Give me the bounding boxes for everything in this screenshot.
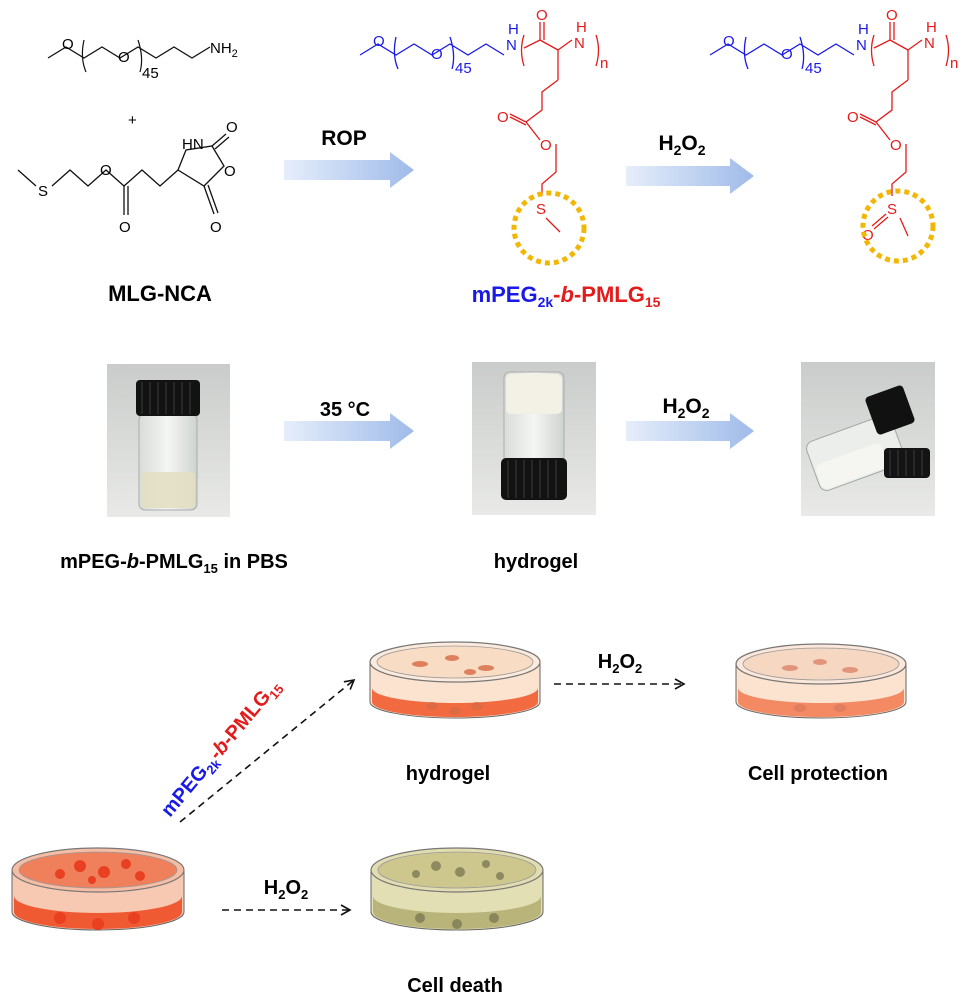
sulfoxide-highlight (860, 188, 936, 264)
repeat-n: n (600, 55, 608, 72)
oxygen-atom: O (723, 33, 735, 50)
hydrogel-dish-label: hydrogel (406, 763, 490, 785)
rop-label: ROP (321, 127, 367, 150)
amine-group: NH2 (210, 40, 238, 60)
oxygen-atom: O (224, 163, 236, 180)
repeat-n: n (950, 55, 958, 72)
heat-label: 35 °C (320, 399, 370, 421)
dish-death (370, 847, 544, 931)
oxygen-atom: O (119, 219, 131, 236)
carbonyl-o: O (536, 7, 548, 24)
dish-hydrogel (369, 641, 541, 719)
oxygen-atom: O (100, 162, 112, 179)
heat-arrow (284, 413, 414, 449)
oxygen-atom: O (540, 137, 552, 154)
oxidation-label-2: H2O2 (662, 395, 709, 421)
dish-control (11, 847, 185, 931)
oxidation-arrow-2 (626, 413, 754, 449)
sulfur-atom: S (887, 201, 897, 218)
oxygen-atom: O (497, 109, 509, 126)
dish-protected (735, 643, 907, 719)
oxygen-atom: O (118, 49, 130, 66)
cell-death-label: Cell death (407, 975, 503, 997)
diagonal-polymer-label: mPEG2k-b-PMLG15 (157, 675, 287, 823)
photo-hydrogel (472, 362, 596, 515)
thioether-highlight (511, 190, 587, 266)
oxygen-atom: O (210, 219, 222, 236)
amide-n: N (856, 37, 867, 54)
oxygen-atom: O (847, 109, 859, 126)
h2o2-top-label: H2O2 (598, 651, 642, 676)
oxygen-atom: O (373, 33, 385, 50)
cell-protection-label: Cell protection (748, 763, 888, 785)
amide-h: H (508, 21, 519, 38)
sulfur-atom: S (536, 201, 546, 218)
sulfur-atom: S (38, 183, 48, 200)
sulfoxide-o: O (862, 227, 874, 244)
diagonal-dashed-arrow (179, 678, 356, 823)
peg-subscript: 45 (455, 60, 472, 77)
peg-subscript: 45 (142, 65, 159, 82)
polymer-label: mPEG2k-b-PMLG15 (472, 282, 661, 310)
oxygen-atom: O (431, 46, 443, 63)
oxidation-label: H2O2 (658, 132, 705, 158)
amide-h: H (926, 19, 937, 36)
nca-label: MLG-NCA (108, 281, 212, 306)
amide-h: H (576, 19, 587, 36)
amide-n: N (574, 35, 585, 52)
amide-n: N (924, 35, 935, 52)
oxygen-atom: O (62, 36, 74, 53)
reactant-mpeg-amine: O O 45 NH2 (47, 36, 238, 82)
rop-arrow (284, 152, 414, 188)
h2o2-bottom-label: H2O2 (264, 877, 308, 902)
mlg-nca-structure: S O O HN O O O (17, 119, 238, 236)
oxygen-atom: O (226, 119, 238, 136)
amide-h: H (858, 21, 869, 38)
oxygen-atom: O (781, 46, 793, 63)
oxidation-arrow (626, 158, 754, 194)
oxygen-atom: O (890, 137, 902, 154)
hydrogel-photo-label: hydrogel (494, 551, 578, 573)
carbonyl-o: O (886, 7, 898, 24)
polymer-oxidized: O O 45 N H O N H n O O S O (709, 7, 958, 264)
photo-degraded (801, 362, 935, 516)
photo-sol (107, 364, 230, 517)
sol-label: mPEG-b-PMLG15 in PBS (60, 551, 288, 576)
amide-n: N (506, 37, 517, 54)
plus-sign: + (128, 112, 137, 129)
polymer-mpeg-pmlg: O O 45 N H O N H n O O S (359, 7, 608, 266)
peg-subscript: 45 (805, 60, 822, 77)
nh-group: HN (182, 136, 204, 153)
